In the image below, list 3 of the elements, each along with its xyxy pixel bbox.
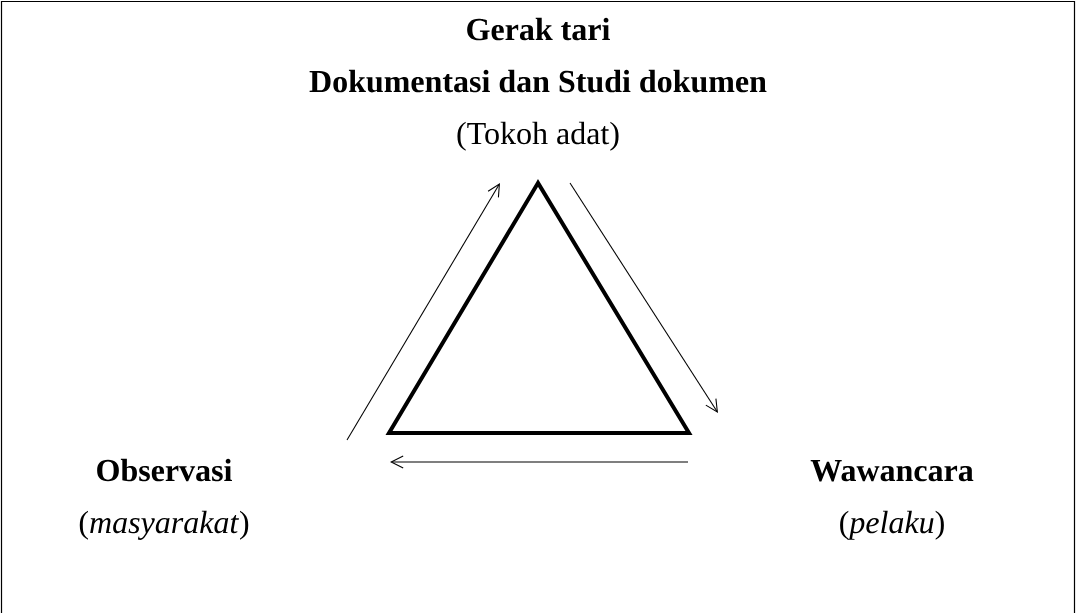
node-label: Wawancara (pelaku) — [810, 460, 974, 540]
node-label: Gerak tari Dokumentasi dan Studi dokumen (Tokoh adat) — [309, 17, 767, 151]
node-label: Observasi (masyarakat) — [79, 458, 249, 540]
